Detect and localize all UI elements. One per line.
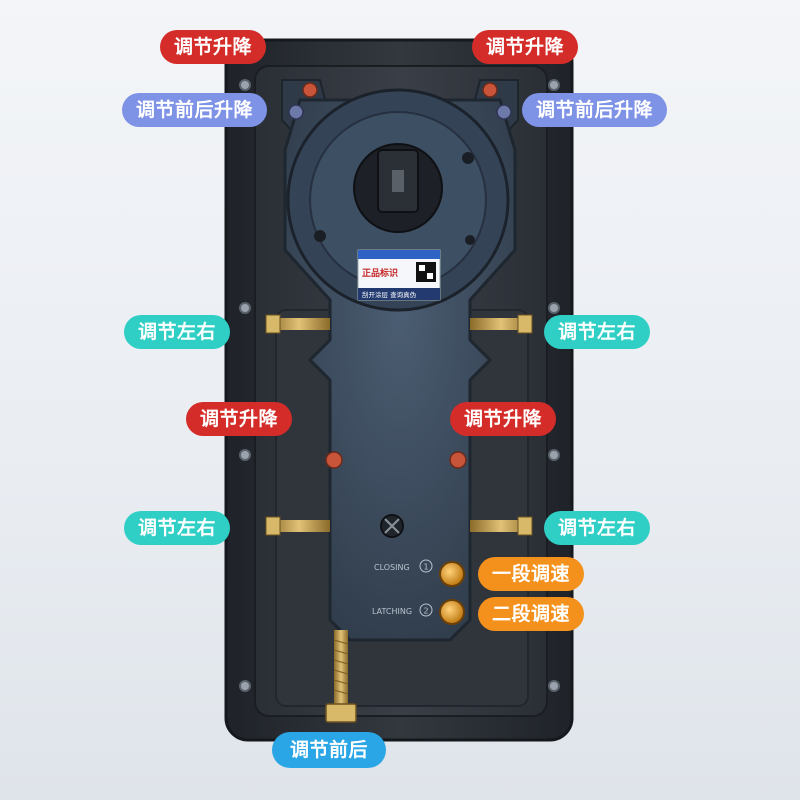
label-left-right-upper-left: 调节左右	[124, 315, 231, 349]
label-front-back-bottom: 调节前后	[272, 732, 387, 768]
latching-mark: LATCHING	[372, 607, 412, 616]
left-right-bolt-lower	[265, 516, 533, 536]
speed-valve-two	[439, 599, 465, 625]
closing-number: 1	[424, 563, 429, 572]
sticker-line2: 刮开涂层 查询真伪	[362, 290, 416, 299]
label-left-right-upper-right: 调节左右	[544, 315, 651, 349]
speed-valve-one	[439, 561, 465, 587]
latching-number: 2	[424, 607, 429, 616]
label-speed-stage-two: 二段调速	[478, 597, 585, 631]
label-front-back-lift-left: 调节前后升降	[122, 93, 268, 127]
left-right-bolt-upper	[265, 314, 533, 334]
label-lift-top-left: 调节升降	[160, 30, 267, 64]
front-back-bolt	[325, 630, 357, 723]
pivot-spindle-slot	[392, 170, 404, 192]
label-left-right-lower-right: 调节左右	[544, 511, 651, 545]
closing-mark: CLOSING	[374, 563, 410, 572]
sticker-footer	[358, 288, 440, 300]
front-back-lift-screws	[288, 104, 512, 120]
sticker-header	[358, 250, 440, 259]
lift-screws	[302, 82, 498, 469]
mounting-holes	[239, 79, 560, 692]
label-left-right-lower-left: 调节左右	[124, 511, 231, 545]
label-lift-mid-left: 调节升降	[186, 402, 293, 436]
label-speed-stage-one: 一段调速	[478, 557, 585, 591]
disc-holes	[314, 152, 475, 245]
label-front-back-lift-right: 调节前后升降	[522, 93, 668, 127]
label-lift-mid-right: 调节升降	[450, 402, 557, 436]
label-lift-top-right: 调节升降	[472, 30, 579, 64]
sticker-line1: 正品标识	[362, 267, 398, 279]
